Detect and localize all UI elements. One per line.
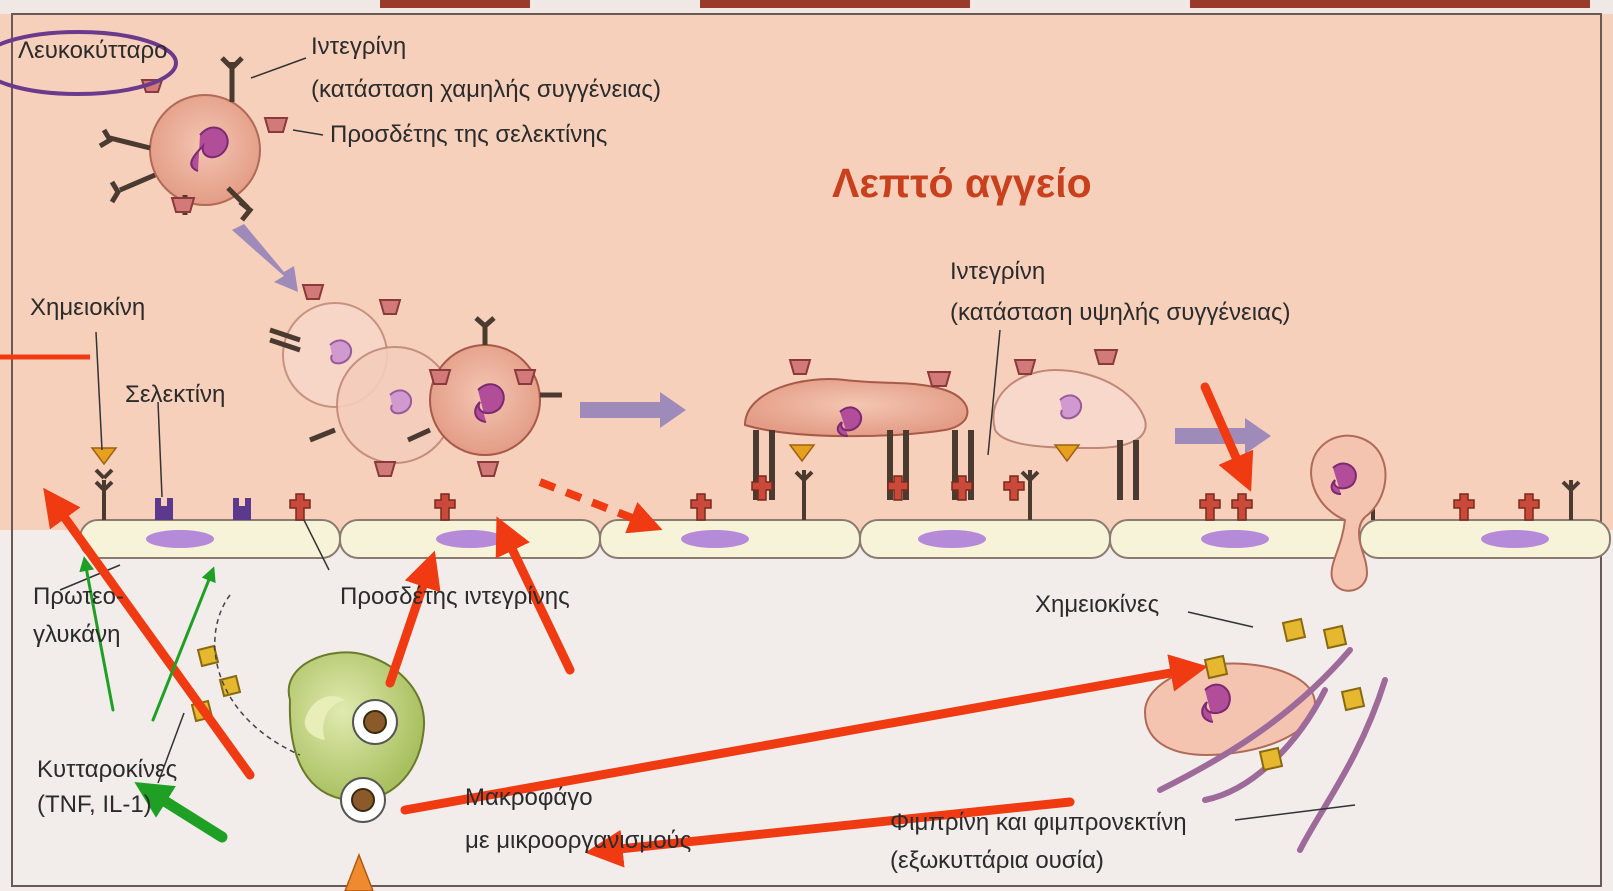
label-proteoglycan-1: Πρωτεο- bbox=[33, 582, 124, 612]
endothelial-layer bbox=[80, 520, 1610, 558]
label-cytokines-list: (TNF, IL-1) bbox=[37, 790, 152, 820]
label-selectin-ligand: Προσδέτης της σελεκτίνης bbox=[330, 120, 607, 150]
label-leukocyte: Λευκοκύτταρο bbox=[18, 36, 168, 66]
label-chemokines: Χημειοκίνες bbox=[1035, 590, 1159, 620]
label-cytokines: Κυτταροκίνες bbox=[37, 755, 177, 785]
label-chemokine: Χημειοκίνη bbox=[30, 293, 145, 323]
label-integrin-low-state: (κατάσταση χαμηλής συγγένειας) bbox=[311, 75, 661, 105]
label-fibrin-2: (εξωκυττάρια ουσία) bbox=[890, 846, 1104, 876]
label-integrin-high-state: (κατάσταση υψηλής συγγένειας) bbox=[950, 298, 1291, 328]
vessel-title: Λεπτό αγγείο bbox=[832, 160, 1092, 207]
label-fibrin: Φιμπρίνη και φιμπρονεκτίνη bbox=[890, 808, 1187, 838]
label-integrin-high: Ιντεγρίνη bbox=[950, 257, 1045, 287]
label-integrin-ligand: Προσδέτης ιντεγρίνης bbox=[340, 582, 570, 612]
label-macrophage: Μακροφάγο bbox=[465, 783, 593, 813]
label-integrin-low: Ιντεγρίνη bbox=[311, 32, 406, 62]
label-macrophage-2: με μικροοργανισμούς bbox=[465, 826, 691, 856]
label-selectin: Σελεκτίνη bbox=[125, 380, 225, 410]
label-proteoglycan-2: γλυκάνη bbox=[33, 620, 120, 650]
